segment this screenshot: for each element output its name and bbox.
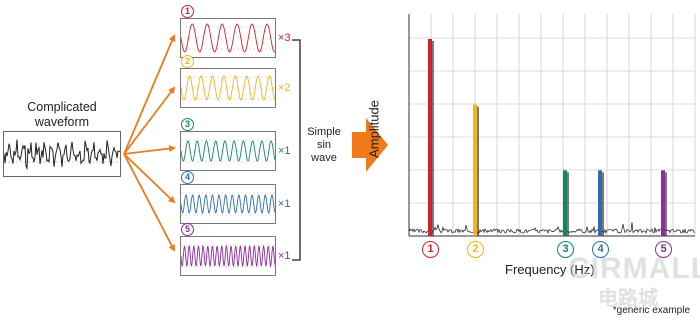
watermark-cn: 电路城 — [598, 288, 658, 310]
sine-wave-line-2 — [180, 75, 276, 101]
watermark: CIRMALL — [568, 252, 700, 285]
multiplier-5: ×1 — [278, 250, 291, 262]
sine-wave-plot-1 — [180, 23, 276, 53]
sine-wave-line-5 — [180, 244, 276, 268]
component-number-5: 5 — [181, 223, 194, 236]
axis-marker-3: 3 — [557, 241, 574, 258]
multiplier-2: ×2 — [278, 82, 291, 94]
multiplier-4: ×1 — [278, 198, 291, 210]
sine-wave-box-5 — [180, 236, 276, 276]
axis-marker-1: 1 — [422, 241, 439, 258]
big-arrow — [352, 118, 388, 172]
simple-label-line2: sin — [316, 139, 332, 151]
frequency-axis-label: Frequency (Hz) — [505, 262, 595, 277]
fan-arrow-1 — [123, 34, 176, 155]
sine-wave-box-4 — [180, 184, 276, 224]
spectrum-peak-4 — [598, 170, 602, 236]
complicated-waveform-line — [3, 139, 121, 171]
spectrum-peak-1 — [428, 39, 432, 236]
sine-wave-box-2 — [180, 68, 276, 108]
complicated-waveform-plot — [3, 139, 121, 171]
input-label-line1: Complicated — [27, 100, 97, 114]
fan-arrow-4 — [123, 153, 176, 204]
sine-wave-plot-2 — [180, 75, 276, 101]
input-waveform-label: Complicated waveform — [0, 100, 124, 130]
spectrum-grid — [408, 14, 696, 237]
amplitude-axis-label: Amplitude — [366, 100, 382, 158]
fan-out-arrows — [123, 34, 176, 252]
axis-marker-2: 2 — [467, 241, 484, 258]
fan-arrow-5 — [123, 153, 175, 252]
spectrum-peaks — [428, 39, 667, 237]
fan-arrow-2 — [123, 86, 176, 155]
spectrum-chart — [408, 14, 696, 237]
spectrum-peak-5 — [661, 170, 665, 236]
sine-wave-plot-5 — [180, 244, 276, 268]
sine-wave-line-3 — [180, 140, 276, 162]
simple-sin-wave-label: Simple sin wave — [302, 126, 346, 165]
sine-wave-plot-3 — [180, 139, 276, 163]
sine-wave-box-3 — [180, 131, 276, 171]
component-number-1: 1 — [181, 5, 194, 18]
generic-example-note: *generic example — [612, 305, 690, 316]
axis-marker-5: 5 — [655, 241, 672, 258]
spectrum-peak-2 — [473, 104, 477, 237]
fan-arrow-3 — [123, 145, 176, 155]
component-number-3: 3 — [181, 118, 194, 131]
component-number-2: 2 — [181, 55, 194, 68]
simple-label-line1: Simple — [307, 126, 341, 138]
multiplier-3: ×1 — [278, 145, 291, 157]
simple-label-line3: wave — [311, 152, 337, 164]
noise-floor — [408, 222, 696, 235]
spectrum-peak-3 — [563, 170, 567, 236]
sine-wave-box-1 — [180, 18, 276, 58]
axis-marker-4: 4 — [592, 241, 609, 258]
component-number-4: 4 — [181, 171, 194, 184]
multiplier-1: ×3 — [278, 32, 291, 44]
sine-wave-line-1 — [180, 23, 276, 53]
sine-wave-plot-4 — [180, 192, 276, 216]
sine-wave-line-4 — [180, 193, 276, 215]
input-label-line2: waveform — [34, 115, 90, 129]
complicated-waveform-box — [3, 131, 121, 177]
bracket — [292, 39, 301, 261]
